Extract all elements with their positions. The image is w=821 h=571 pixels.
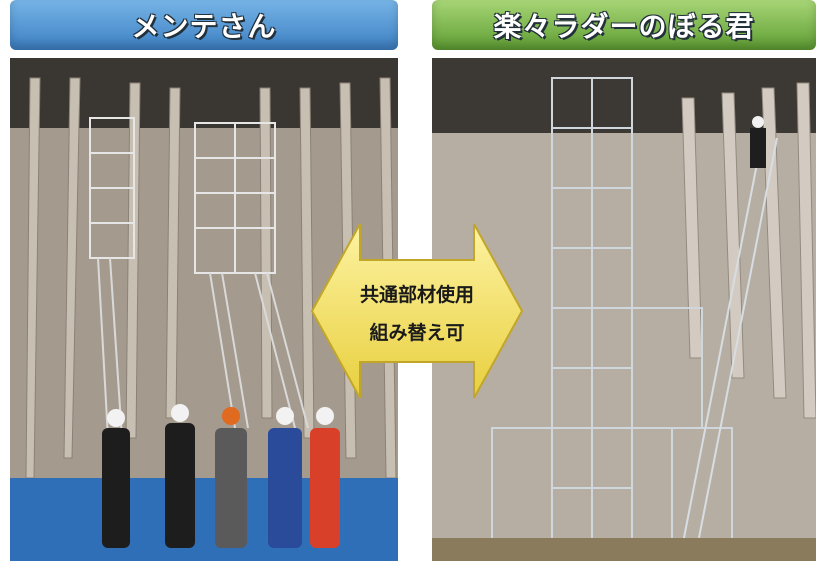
right-panel-title: 楽々ラダーのぼる君 bbox=[432, 0, 816, 50]
sign-line-1: 共通部材使用 bbox=[359, 284, 474, 306]
left-panel-title: メンテさん bbox=[10, 0, 398, 50]
double-arrow-sign: 共通部材使用 組み替え可 bbox=[308, 218, 526, 404]
sign-line-2: 組み替え可 bbox=[369, 322, 465, 344]
double-arrow-icon bbox=[310, 223, 524, 399]
